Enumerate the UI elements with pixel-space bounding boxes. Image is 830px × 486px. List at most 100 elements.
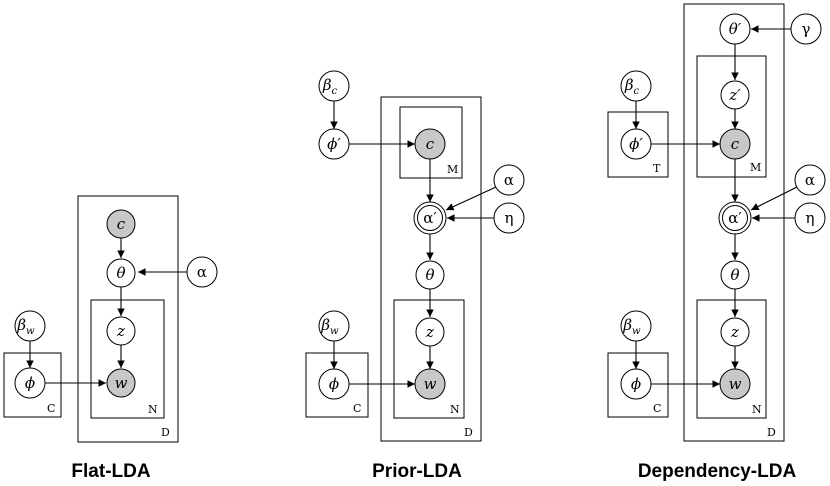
plate-documents — [683, 3, 785, 442]
plate-label-documents: D — [464, 426, 473, 439]
node-beta-w — [620, 310, 652, 342]
node-alpha-prime-inner-ring — [417, 205, 443, 231]
node-eta-label: η — [505, 209, 514, 227]
beta-w-symbol: β — [622, 316, 632, 334]
node-alpha-label: α — [504, 171, 514, 189]
node-alpha-prime-label: α′ — [423, 209, 437, 227]
node-z-label: z — [116, 322, 125, 340]
flat-lda-model: D N C c θ α z w βw ϕ — [3, 195, 218, 443]
plate-words — [90, 299, 165, 419]
node-c-label: c — [117, 215, 126, 233]
node-z — [106, 316, 136, 346]
node-c — [719, 128, 751, 160]
node-alpha-label: α — [805, 171, 815, 189]
node-z — [415, 317, 445, 347]
node-beta-c-label: βc — [624, 76, 640, 97]
beta-w-symbol: β — [320, 316, 330, 334]
node-theta — [720, 260, 750, 290]
node-beta-c — [318, 70, 350, 102]
node-w — [106, 368, 136, 398]
node-z-label: z — [730, 323, 739, 341]
plate-words — [696, 299, 767, 419]
node-c-label: c — [426, 135, 435, 153]
node-eta — [493, 202, 525, 234]
node-theta-prime-label: θ′ — [729, 20, 742, 38]
plate-label-labels: M — [447, 163, 458, 176]
node-theta — [415, 260, 445, 290]
plate-label-topics: C — [353, 402, 361, 415]
node-beta-c — [620, 70, 652, 102]
node-z-prime-label: z′ — [728, 86, 741, 104]
node-phi — [318, 368, 350, 400]
node-w-label: w — [424, 375, 437, 393]
beta-w-subscript: w — [26, 326, 35, 337]
node-phi-label: ϕ — [631, 375, 641, 393]
beta-c-symbol: β — [322, 76, 332, 94]
node-beta-w-label: βw — [16, 316, 35, 337]
node-phi-label: ϕ — [25, 374, 35, 392]
node-theta-label: θ — [425, 266, 434, 284]
plate-label-words: N — [450, 403, 460, 416]
plate-words — [393, 299, 465, 419]
edge-alpha-alphaprime — [445, 186, 497, 211]
node-phi-prime — [318, 128, 350, 160]
node-alpha-prime-label: α′ — [728, 209, 742, 227]
node-phi-prime — [620, 128, 652, 160]
plate-documents — [380, 96, 482, 442]
node-w-label: w — [729, 375, 742, 393]
node-eta — [794, 202, 826, 234]
node-phi-prime-label: ϕ′ — [629, 135, 643, 153]
caption-prior-lda: Prior-LDA — [372, 461, 462, 482]
plate-label-documents: D — [161, 426, 170, 439]
node-beta-w — [14, 310, 46, 342]
plate-label-topics: C — [653, 402, 661, 415]
beta-c-subscript: c — [332, 86, 338, 97]
node-theta-label: θ — [116, 264, 125, 282]
plate-documents — [77, 195, 179, 443]
plate-labels — [399, 106, 463, 179]
node-w-label: w — [115, 374, 128, 392]
node-gamma-label: γ — [802, 20, 811, 38]
node-alpha-label: α — [197, 263, 207, 281]
plate-label-words: N — [752, 403, 762, 416]
node-phi — [620, 368, 652, 400]
plate-label-labels: M — [750, 161, 761, 174]
prior-lda-model: D M N C βc ϕ′ c α′ α η θ z w — [305, 70, 525, 442]
node-theta — [106, 258, 136, 288]
node-alpha — [493, 164, 525, 196]
beta-w-subscript: w — [330, 326, 339, 337]
plate-label-words: N — [148, 403, 158, 416]
node-alpha — [186, 256, 218, 288]
node-z-prime — [720, 80, 750, 110]
node-w — [414, 368, 446, 400]
plate-label-concepts: T — [653, 162, 661, 175]
node-alpha-prime-inner-ring — [722, 205, 748, 231]
node-c — [414, 128, 446, 160]
node-theta-label: θ — [730, 266, 739, 284]
node-z — [720, 317, 750, 347]
node-eta-label: η — [806, 209, 815, 227]
node-theta-prime — [719, 13, 751, 45]
node-w — [719, 368, 751, 400]
edge-alpha-alphaprime — [750, 186, 798, 211]
node-beta-w — [318, 310, 350, 342]
node-phi-prime-label: ϕ′ — [327, 135, 341, 153]
beta-c-symbol: β — [624, 76, 634, 94]
plate-label-documents: D — [767, 426, 776, 439]
beta-w-symbol: β — [16, 316, 26, 334]
plate-topics — [607, 352, 669, 418]
plate-labels — [696, 55, 767, 178]
node-gamma — [790, 13, 822, 45]
caption-dependency-lda: Dependency-LDA — [638, 461, 797, 482]
plate-topics — [305, 352, 369, 418]
node-c — [106, 209, 136, 239]
node-c-label: c — [731, 135, 740, 153]
node-alpha — [794, 164, 826, 196]
node-z-label: z — [425, 323, 434, 341]
node-phi — [14, 367, 46, 399]
plate-topics — [3, 352, 62, 418]
beta-w-subscript: w — [632, 326, 641, 337]
caption-flat-lda: Flat-LDA — [71, 461, 150, 482]
node-beta-w-label: βw — [320, 316, 339, 337]
dependency-lda-model: D M T N C θ′ γ z′ βc ϕ′ c α′ — [607, 3, 826, 442]
